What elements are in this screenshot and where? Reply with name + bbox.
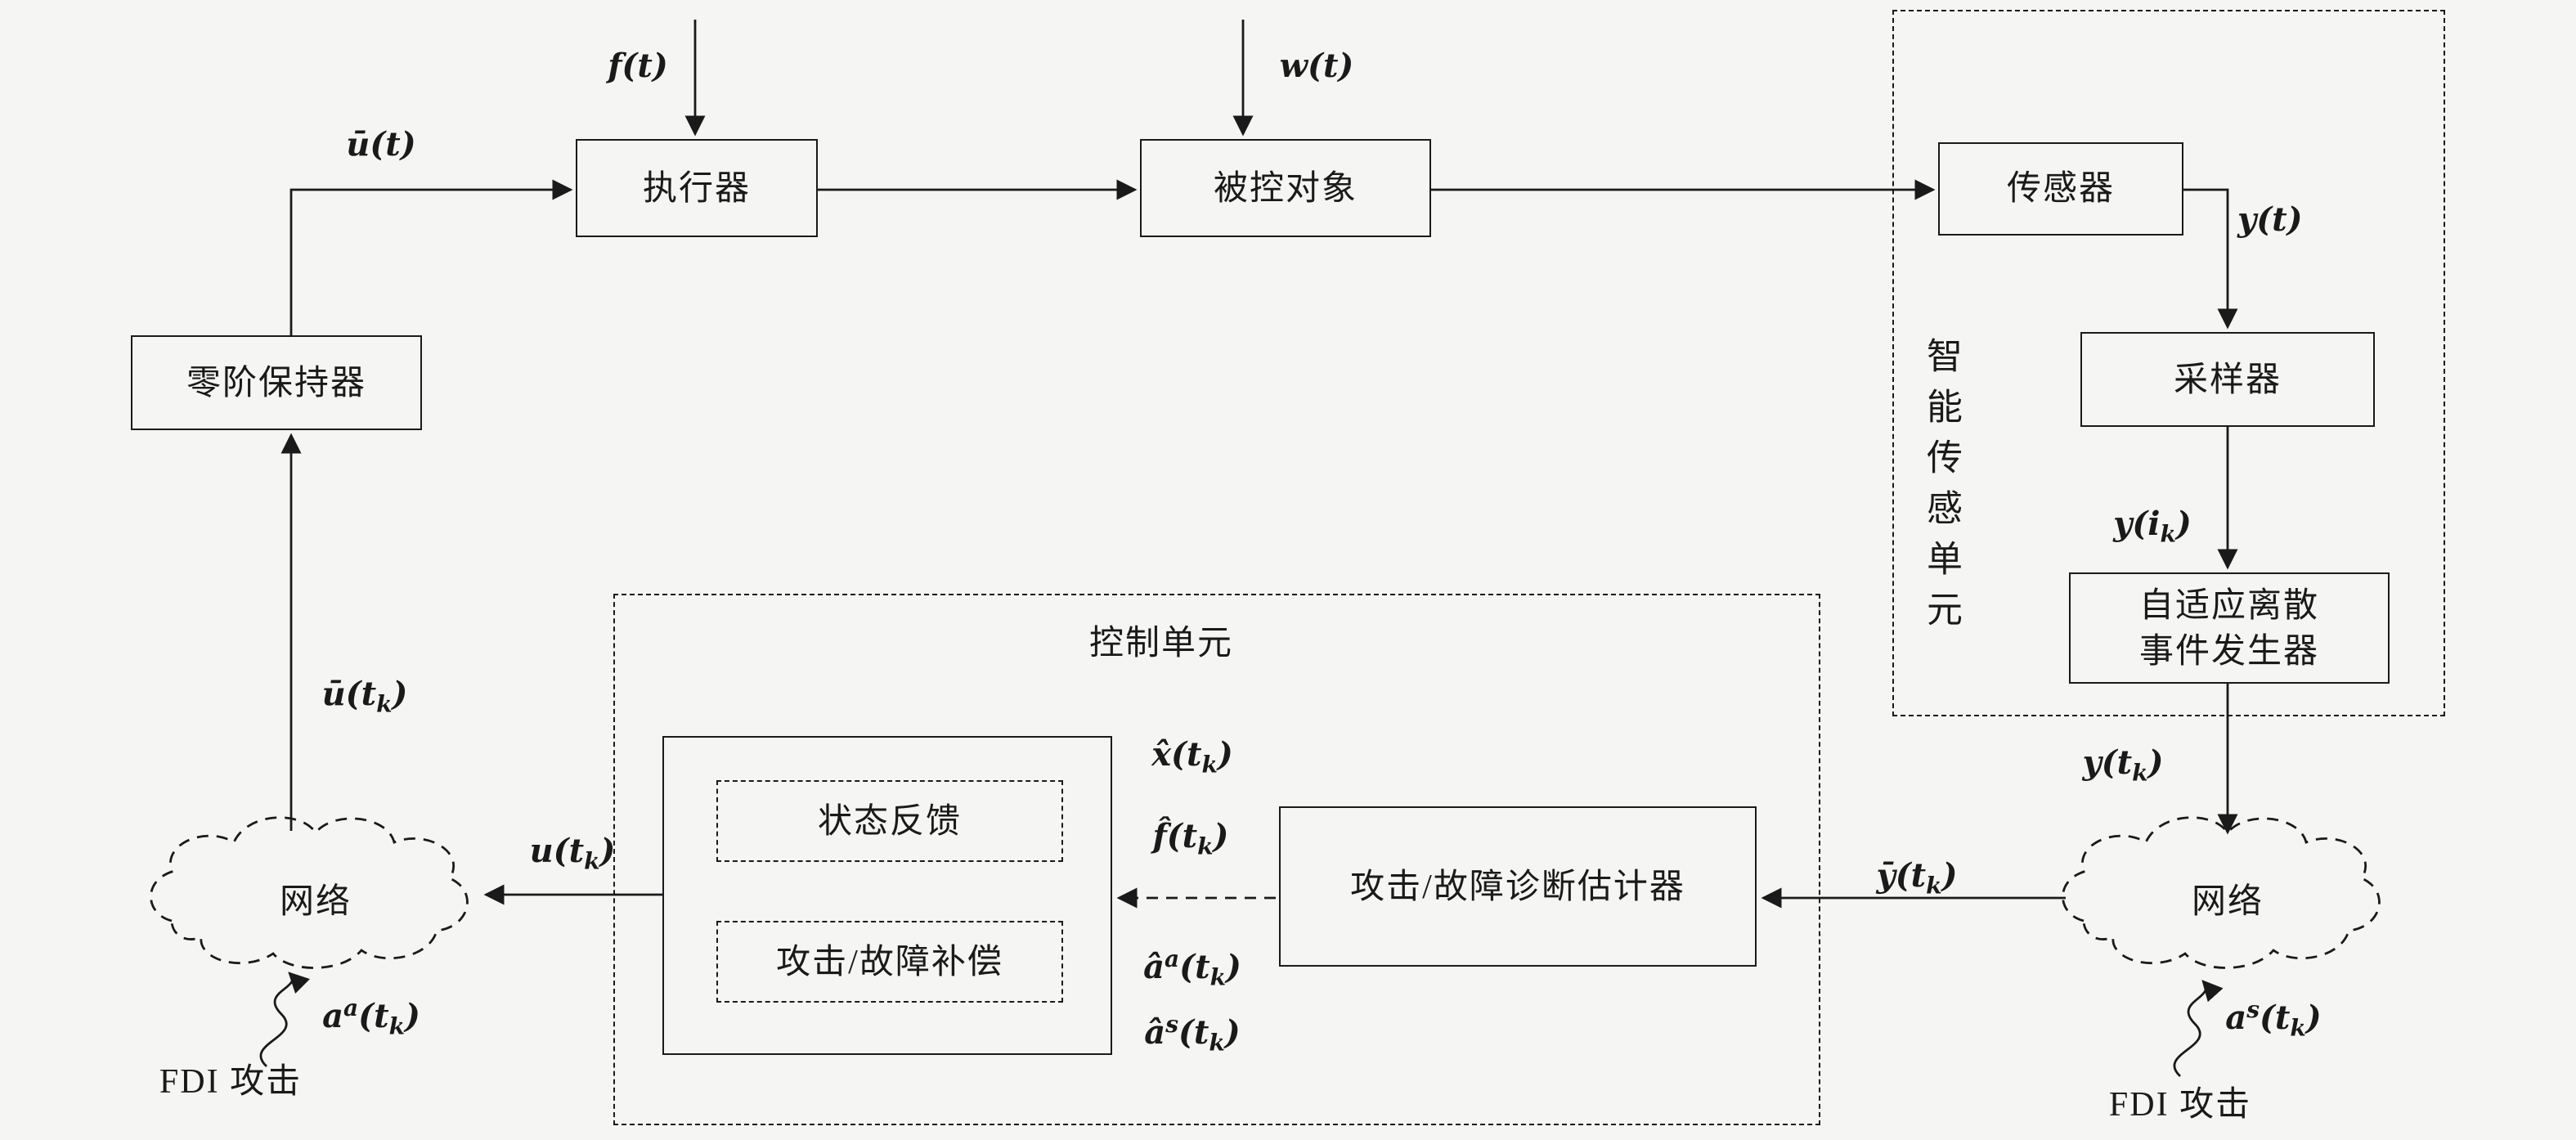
sampler-block: 采样器 — [2080, 332, 2375, 427]
smart-sensing-unit-region — [1892, 10, 2445, 716]
event-generator-label: 自适应离散事件发生器 — [2139, 585, 2319, 671]
control-unit-region — [613, 594, 1820, 1125]
sensor-label: 传感器 — [2007, 168, 2115, 209]
smart-sensing-unit-label: 智能传感单元 — [1922, 337, 1963, 641]
control-unit-label: 控制单元 — [1089, 623, 1233, 662]
signal-label-y-ik: y(ik) — [2113, 504, 2192, 549]
network-right-label: 网络 — [2192, 882, 2264, 921]
signal-label-ahat-a-tk: âa(tk) — [1143, 947, 1241, 992]
signal-label-a-s-tk: as(tk) — [2225, 998, 2322, 1043]
event-generator-block: 自适应离散事件发生器 — [2069, 572, 2390, 684]
zoh-block: 零阶保持器 — [131, 335, 422, 430]
fdi-attack-left-label: FDI 攻击 — [159, 1061, 303, 1101]
signal-label-ybar-tk: ȳ(tk) — [1876, 855, 1958, 900]
arrow-zoh-to-actuator — [289, 179, 573, 335]
state-feedback-label: 状态反馈 — [818, 801, 962, 841]
zoh-label: 零阶保持器 — [186, 362, 366, 402]
attack-squiggle-left — [259, 972, 310, 1068]
sensor-block: 传感器 — [1938, 142, 2183, 236]
signal-label-w-t: w(t) — [1279, 46, 1354, 85]
attack-squiggle-right — [2173, 980, 2224, 1078]
sampler-label: 采样器 — [2174, 359, 2282, 399]
state-feedback-block: 状态反馈 — [716, 780, 1063, 862]
signal-label-f-t: f(t) — [608, 46, 668, 85]
plant-block: 被控对象 — [1140, 139, 1431, 237]
network-cloud-left — [150, 816, 469, 969]
fault-compensation-block: 攻击/故障补偿 — [716, 921, 1063, 1003]
network-cloud-right — [2062, 816, 2381, 969]
signal-label-ubar-tk: ū(tk) — [321, 674, 408, 719]
fault-compensation-label: 攻击/故障补偿 — [776, 941, 1003, 981]
signal-label-xhat-tk: x̂(tk) — [1151, 734, 1233, 779]
signal-label-y-t: y(t) — [2237, 200, 2303, 239]
plant-label: 被控对象 — [1214, 168, 1358, 208]
actuator-label: 执行器 — [643, 168, 751, 208]
arrow-sensor-to-sampler — [2183, 188, 2238, 330]
signal-label-ubar-t: ū(t) — [346, 124, 416, 164]
estimator-block: 攻击/故障诊断估计器 — [1279, 806, 1757, 967]
fdi-attack-right-label: FDI 攻击 — [2108, 1084, 2252, 1124]
estimator-label: 攻击/故障诊断估计器 — [1350, 866, 1685, 906]
signal-label-u-tk: u(tk) — [529, 831, 616, 876]
signal-label-y-tk: y(tk) — [2082, 743, 2164, 788]
signal-label-ahat-s-tk: âs(tk) — [1144, 1012, 1241, 1057]
actuator-block: 执行器 — [576, 139, 818, 237]
signal-label-fhat-tk: f̂(tk) — [1152, 816, 1229, 861]
controller-block — [662, 736, 1112, 1055]
network-left-label: 网络 — [280, 882, 352, 921]
signal-label-a-a-tk: aa(tk) — [322, 996, 420, 1041]
